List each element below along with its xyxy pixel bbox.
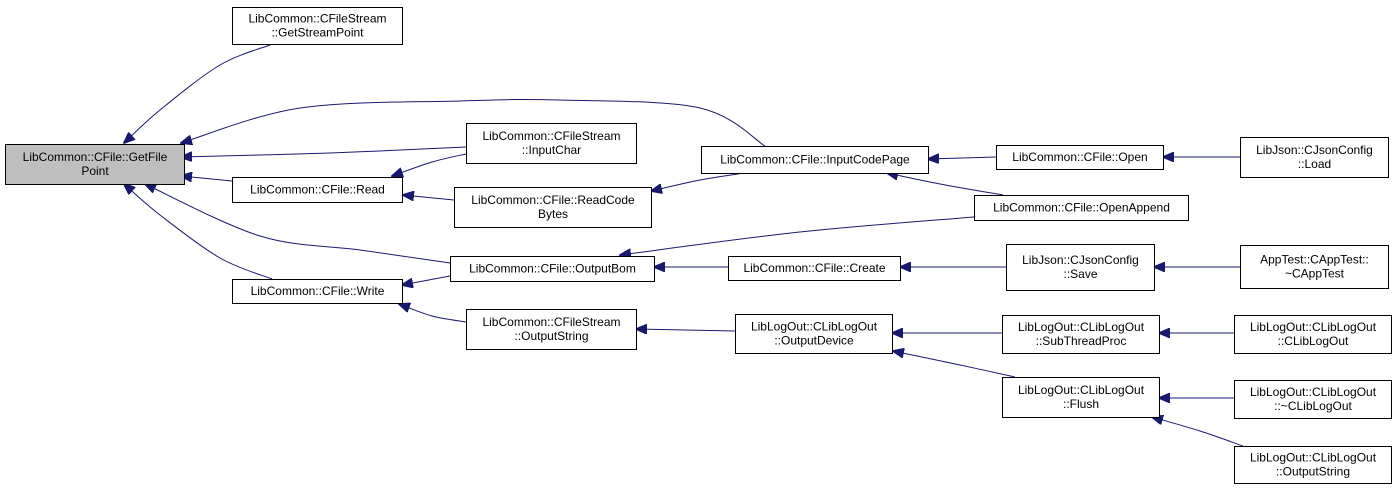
node-label-line: ::SubThreadProc [1036,334,1127,348]
node-load[interactable]: LibJson::CJsonConfig::Load [1240,137,1389,178]
node-label-line: ::Flush [1063,397,1099,411]
node-label-line: ::OutputDevice [774,334,854,348]
node-subthreadproc[interactable]: LibLogOut::CLibLogOut::SubThreadProc [1002,315,1160,354]
edge-inputchar-to-read [392,153,467,176]
node-label-line: LibLogOut::CLibLogOut [751,320,878,334]
node-box[interactable] [466,309,637,350]
node-label-line: ::Load [1298,157,1331,171]
edge-outputbom-to-write [402,275,451,285]
edge-openappend-to-outputbom [620,216,975,255]
node-label-line: ::~CLibLogOut [1274,399,1352,413]
node-label-line: ::OutputString [1276,465,1350,479]
edge-getstreampoint-to-getfilepoint [124,44,271,143]
node-label-line: ::Save [1063,267,1097,281]
edge-read-to-getfilepoint [181,176,233,181]
node-box[interactable] [974,195,1189,221]
edge-inputcodepage-to-getfilepoint [181,98,766,147]
node-box[interactable] [232,279,403,304]
edge-inputchar-to-getfilepoint [181,146,467,157]
node-label-line: LibCommon::CFileStream [482,129,620,143]
node-label-line: AppTest::CAppTest:: [1260,253,1369,267]
edge-outputdevice-to-outputstring_fs [636,329,736,331]
node-label-line: LibCommon::CFile::ReadCode [471,193,635,207]
node-label-line: LibLogOut::CLibLogOut [1250,451,1377,465]
node-label-line: ::InputChar [522,143,581,157]
node-label-line: LibLogOut::CLibLogOut [1018,320,1145,334]
nodes-layer: LibCommon::CFile::GetFilePointLibCommon:… [5,7,1392,484]
edge-outputstring_lo-to-flush [1152,417,1244,447]
node-label-line: LibCommon::CFile::OutputBom [469,262,636,276]
node-label-line: LibCommon::CFile::Create [743,261,885,275]
node-label-line: LibJson::CJsonConfig [1022,253,1139,267]
node-label-line: LibCommon::CFile::Write [251,284,385,298]
node-label-line: LibCommon::CFileStream [482,315,620,329]
node-box[interactable] [450,256,655,282]
node-label-line: LibLogOut::CLibLogOut [1018,383,1145,397]
node-box[interactable] [1240,245,1389,289]
node-box[interactable] [1002,377,1160,418]
node-label-line: LibCommon::CFile::Open [1012,150,1147,164]
edge-readcodebytes-to-read [403,195,455,200]
node-openappend[interactable]: LibCommon::CFile::OpenAppend [974,195,1189,221]
node-read[interactable]: LibCommon::CFile::Read [232,177,403,203]
node-box[interactable] [735,314,893,354]
node-label-line: LibCommon::CFileStream [248,12,386,26]
node-inputcodepage[interactable]: LibCommon::CFile::InputCodePage [701,146,929,174]
node-label-line: Bytes [538,207,568,221]
node-cliblogout_dtor[interactable]: LibLogOut::CLibLogOut::~CLibLogOut [1234,380,1392,419]
node-label-line: LibCommon::CFile::Read [250,183,385,197]
node-label-line: ::GetStreamPoint [271,26,364,40]
edge-open-to-inputcodepage [928,157,997,159]
edge-flush-to-outputdevice [893,351,1016,378]
node-box[interactable] [454,187,652,228]
edge-write-to-getfilepoint [124,184,273,280]
node-write[interactable]: LibCommon::CFile::Write [232,279,403,304]
node-box[interactable] [1234,446,1392,484]
node-outputbom[interactable]: LibCommon::CFile::OutputBom [450,256,655,282]
node-box[interactable] [1002,315,1160,354]
node-outputdevice[interactable]: LibLogOut::CLibLogOut::OutputDevice [735,314,893,354]
node-cliblogout_ctor[interactable]: LibLogOut::CLibLogOut::CLibLogOut [1234,315,1392,354]
edge-outputstring_fs-to-write [399,304,467,323]
node-label-line: LibCommon::CFile::InputCodePage [720,153,910,167]
node-box[interactable] [1006,244,1155,291]
node-label-line: ::OutputString [514,329,588,343]
node-save[interactable]: LibJson::CJsonConfig::Save [1006,244,1155,291]
node-box[interactable] [1234,315,1392,354]
node-box[interactable] [1240,137,1389,178]
node-outputstring_lo[interactable]: LibLogOut::CLibLogOut::OutputString [1234,446,1392,484]
node-box[interactable] [466,123,637,164]
node-box[interactable] [1234,380,1392,419]
edges-layer [124,44,1244,447]
node-box[interactable] [701,146,929,174]
node-open[interactable]: LibCommon::CFile::Open [996,145,1164,170]
node-label-line: ::CLibLogOut [1278,334,1349,348]
node-label-line: LibLogOut::CLibLogOut [1250,320,1377,334]
node-label-line: LibLogOut::CLibLogOut [1250,385,1377,399]
node-outputstring_fs[interactable]: LibCommon::CFileStream::OutputString [466,309,637,350]
edge-outputbom-to-getfilepoint [145,184,451,264]
node-flush[interactable]: LibLogOut::CLibLogOut::Flush [1002,377,1160,418]
node-box[interactable] [996,145,1164,170]
node-box[interactable] [232,177,403,203]
node-box[interactable] [5,144,185,185]
node-getstreampoint[interactable]: LibCommon::CFileStream::GetStreamPoint [232,7,403,45]
node-box[interactable] [232,7,403,45]
edge-inputcodepage-to-readcodebytes [651,172,745,191]
node-box[interactable] [728,256,901,281]
node-label-line: ~CAppTest [1285,267,1345,281]
node-inputchar[interactable]: LibCommon::CFileStream::InputChar [466,123,637,164]
node-capptest[interactable]: AppTest::CAppTest::~CAppTest [1240,245,1389,289]
node-label-line: Point [81,164,109,178]
node-create[interactable]: LibCommon::CFile::Create [728,256,901,281]
node-label-line: LibCommon::CFile::GetFile [23,150,168,164]
node-label-line: LibJson::CJsonConfig [1256,143,1373,157]
edge-openappend-to-inputcodepage [887,173,1004,196]
node-label-line: LibCommon::CFile::OpenAppend [993,201,1170,215]
